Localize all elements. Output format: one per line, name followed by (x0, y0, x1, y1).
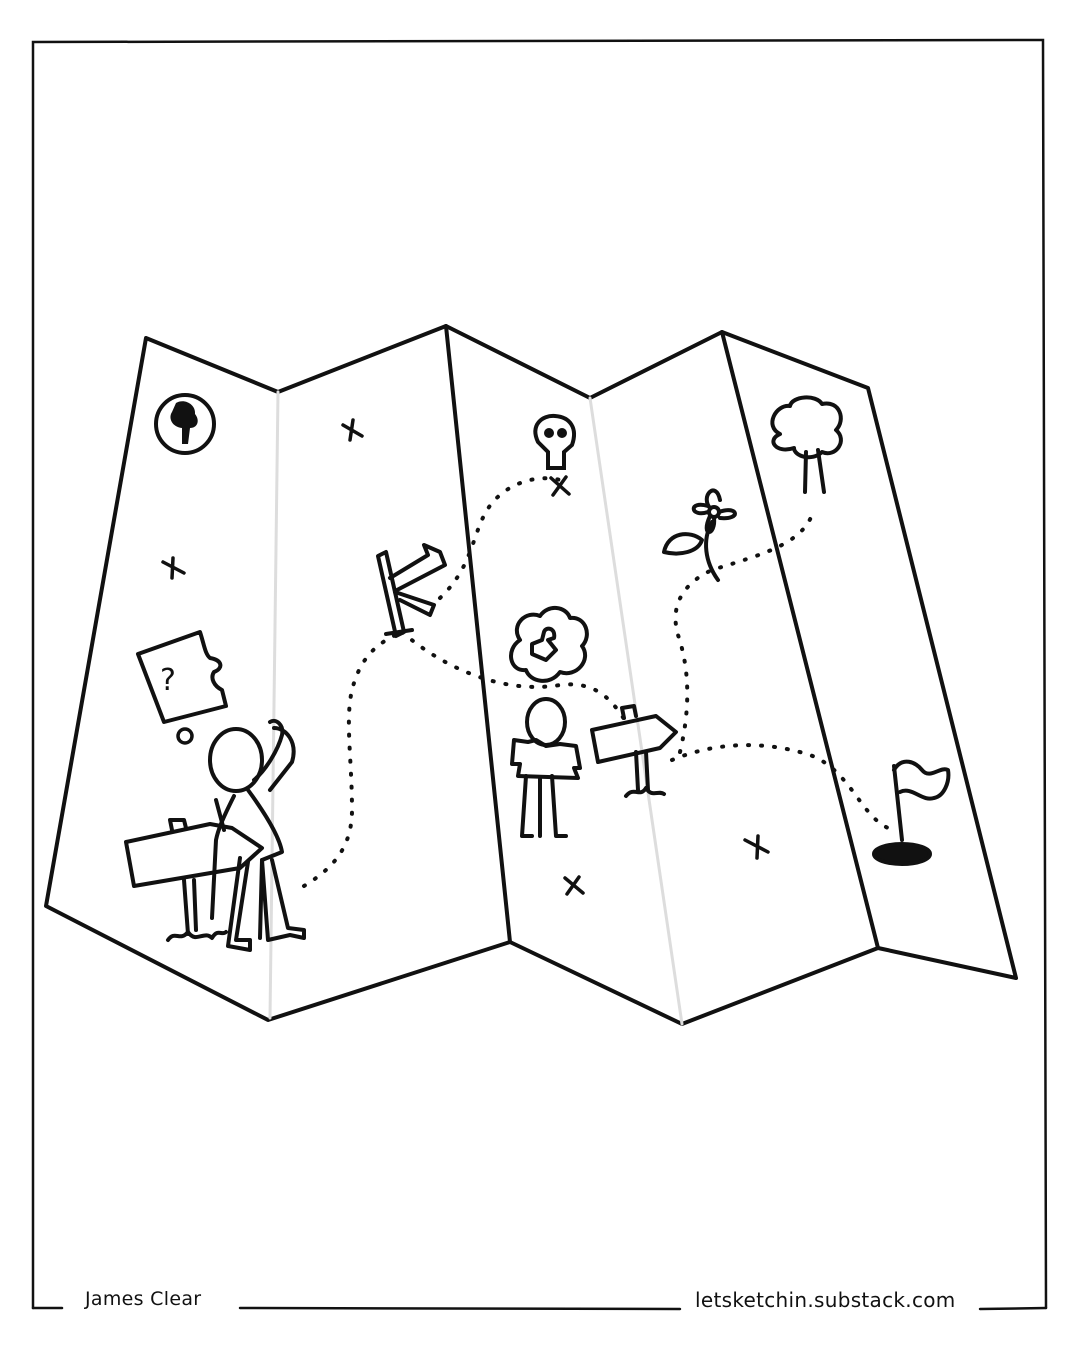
tree-icon (770, 395, 843, 494)
author-credit: James Clear (85, 1288, 202, 1310)
hiker-left-figure (208, 718, 306, 952)
compass-icon (154, 393, 216, 455)
dotted-trails (302, 476, 890, 888)
flag-hole-icon (872, 759, 951, 866)
thought-cloud-lock-icon (509, 606, 589, 683)
x-mark (549, 475, 571, 497)
trail-start-to-signpost (302, 630, 404, 888)
skull-icon (533, 413, 576, 470)
trail-sign-to-tree (673, 513, 814, 754)
folded-map (44, 324, 1018, 1026)
x-mark (341, 418, 364, 442)
arrow-sign-icon (590, 704, 678, 798)
trail-signpost-to-skull (438, 476, 562, 600)
x-mark (743, 834, 770, 860)
footer-rule-middle (238, 1306, 682, 1311)
puzzle-question-icon: ? (136, 630, 228, 745)
map-fold-1 (444, 324, 512, 944)
footer-rule-right (978, 1306, 1048, 1311)
x-mark (161, 556, 186, 580)
website-link[interactable]: letsketchin.substack.com (695, 1288, 956, 1312)
trail-signpost-to-sign (400, 630, 630, 727)
x-mark (563, 875, 585, 896)
page-frame (31, 38, 1048, 1311)
sign-board-left-icon (124, 818, 264, 942)
map-fold-2 (720, 330, 880, 950)
flower-icon (662, 488, 737, 582)
x-marks (161, 418, 770, 896)
map-reader-figure (510, 697, 582, 838)
trail-sign-to-flag (670, 743, 890, 830)
question-mark: ? (160, 663, 176, 698)
signpost-icon (376, 543, 447, 638)
